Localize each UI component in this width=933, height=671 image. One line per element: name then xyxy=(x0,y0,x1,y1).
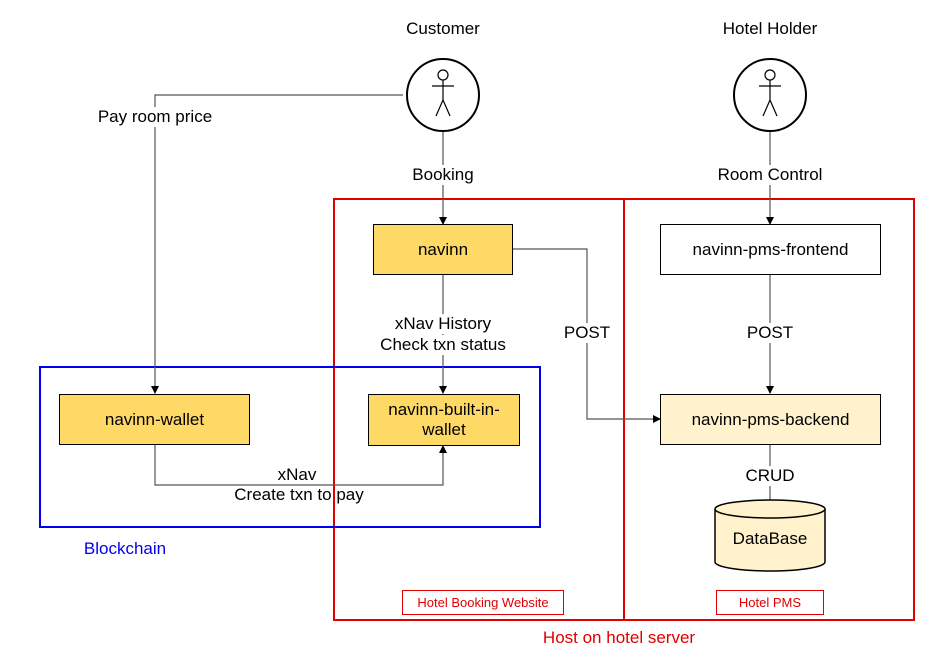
navinn-node: navinn xyxy=(373,224,513,275)
xnav-label: xNav xyxy=(277,465,317,484)
xnav-history-label: xNav History xyxy=(394,314,492,334)
crud-label: CRUD xyxy=(745,466,795,486)
blockchain-group-label: Blockchain xyxy=(83,539,167,558)
navinn-node-label: navinn xyxy=(417,239,469,259)
pms-backend-label: navinn-pms-backend xyxy=(691,409,850,429)
hotel-booking-website-tag-label: Hotel Booking Website xyxy=(417,595,549,610)
navinn-pms-backend-node: navinn-pms-backend xyxy=(660,394,881,445)
xnav-transfer-connector xyxy=(154,445,447,486)
navinn-wallet-node-label: navinn-wallet xyxy=(104,409,205,429)
hotel-pms-group xyxy=(623,198,915,621)
navinn-wallet-node: navinn-wallet xyxy=(59,394,250,445)
customer-label: Customer xyxy=(406,19,480,38)
navinn-built-in-wallet-node: navinn-built-in- wallet xyxy=(368,394,520,446)
hotel-pms-tag: Hotel PMS xyxy=(716,590,824,615)
host-on-hotel-server-label: Host on hotel server xyxy=(542,628,696,647)
room-control-label: Room Control xyxy=(717,165,823,185)
post-left-label: POST xyxy=(563,323,611,343)
navinn-pms-frontend-node: navinn-pms-frontend xyxy=(660,224,881,275)
pms-frontend-label: navinn-pms-frontend xyxy=(692,239,849,259)
check-txn-status-label: Check txn status xyxy=(380,335,506,355)
database-cylinder-icon xyxy=(714,499,826,572)
hotel-pms-tag-label: Hotel PMS xyxy=(738,595,802,610)
pay-room-price-connector xyxy=(151,94,403,394)
customer-actor-icon xyxy=(406,58,480,132)
hotel-holder-label: Hotel Holder xyxy=(722,19,818,38)
pay-room-price-label: Pay room price xyxy=(97,107,213,127)
hotel-booking-website-tag: Hotel Booking Website xyxy=(402,590,564,615)
create-txn-label: Create txn to pay xyxy=(234,485,364,504)
post-right-label: POST xyxy=(746,323,794,343)
built-in-wallet-label-line1: navinn-built-in- xyxy=(388,400,500,419)
hotel-holder-actor-icon xyxy=(733,58,807,132)
blockchain-group xyxy=(39,366,541,528)
built-in-wallet-label-line2: wallet xyxy=(422,420,466,439)
booking-label: Booking xyxy=(412,165,474,185)
database-label: DataBase xyxy=(732,529,808,548)
